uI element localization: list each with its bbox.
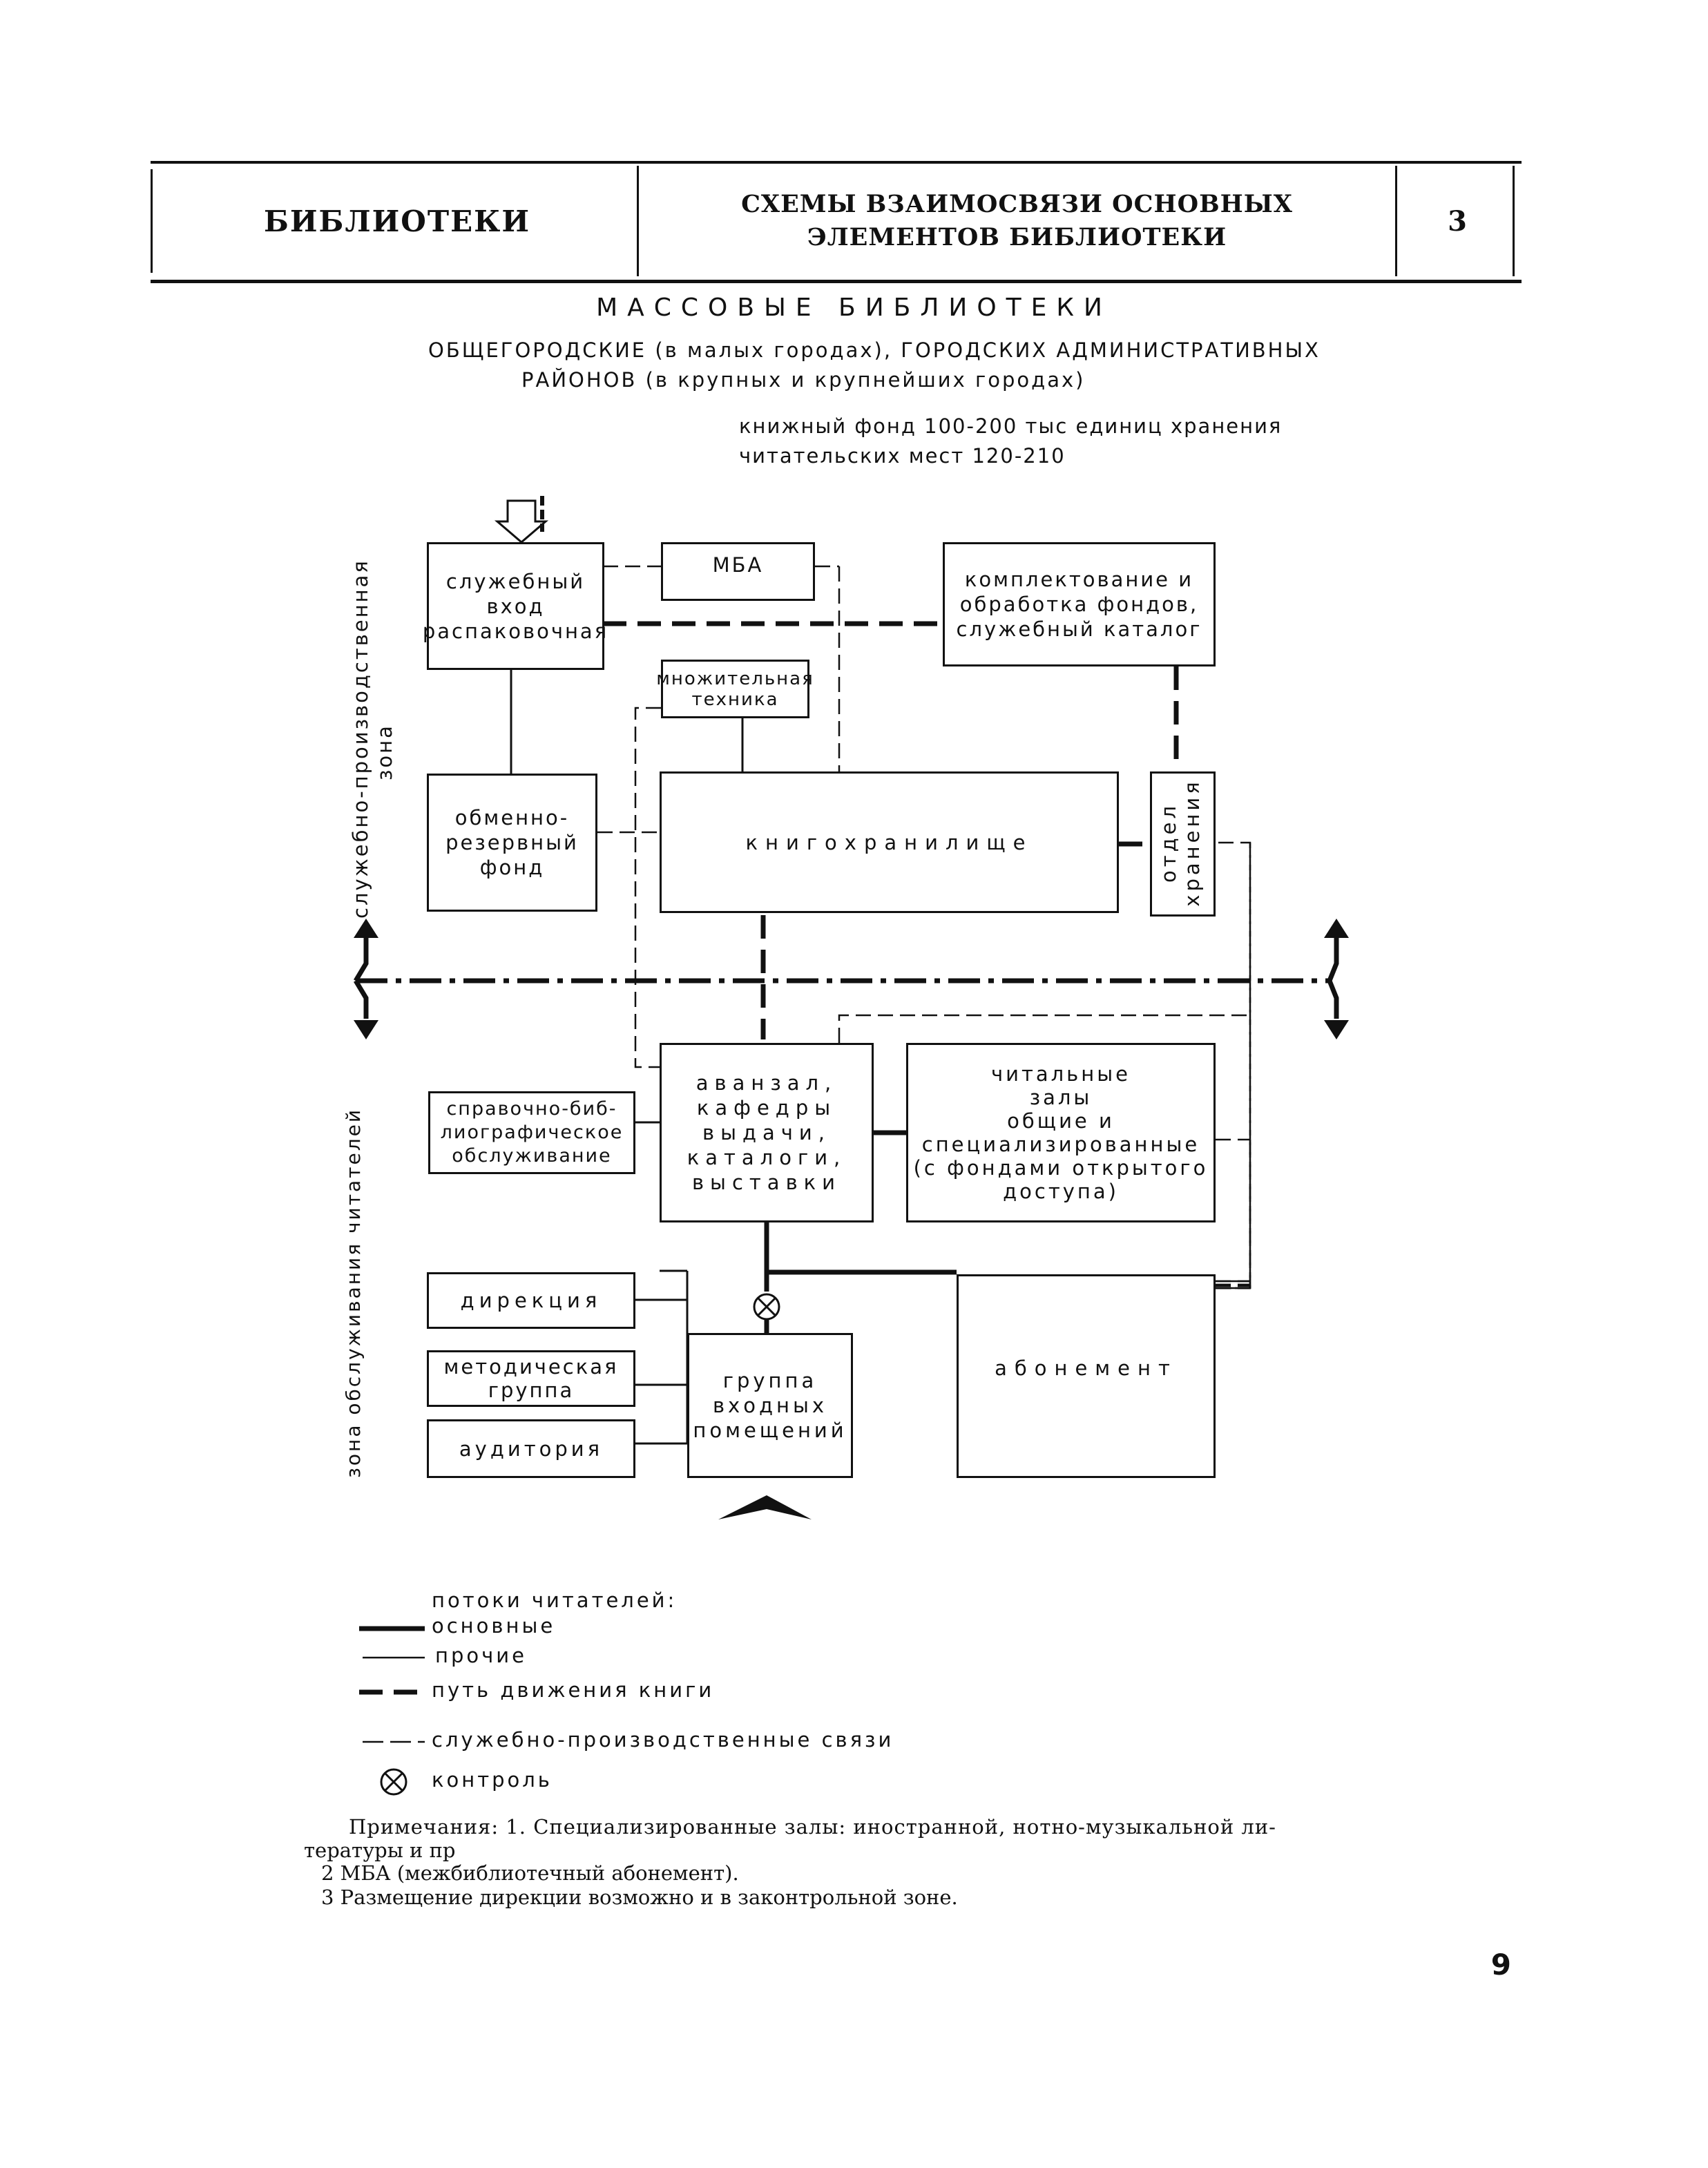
legend-other-label: прочие (435, 1644, 527, 1667)
main-entrance-arrow (718, 1495, 812, 1519)
note-line-2: тературы и пр (304, 1839, 456, 1862)
box-exchange-reserve: обменно- резервный фонд (427, 774, 597, 912)
legend-main-label: основные (432, 1614, 556, 1638)
box-entry-group: группа входных помещений (687, 1333, 853, 1478)
box-methodical: методическая группа (427, 1350, 635, 1407)
zone-separator-left-fork (353, 936, 369, 982)
note-line-3: 2 МБА (межбиблиотечный абонемент). (321, 1861, 739, 1885)
legend-control-label: контроль (432, 1768, 553, 1792)
main-reader-flows (764, 1130, 957, 1333)
header-sheet-number: 3 (1448, 204, 1467, 238)
legend-book-path-label: путь движения книги (432, 1678, 715, 1702)
page-number: 9 (1490, 1948, 1511, 1982)
book-path-links (603, 621, 1179, 1039)
header-section-title: БИБЛИОТЕКИ (263, 204, 531, 238)
header-sheet-title-line1: СХЕМЫ ВЗАИМОСВЯЗИ ОСНОВНЫХ (741, 190, 1293, 218)
stat-book-fund: книжный фонд 100-200 тыс единиц хранения (739, 414, 1283, 438)
header-sheet-title-line2: ЭЛЕМЕНТОВ БИБЛИОТЕКИ (807, 223, 1227, 251)
zone-label-service: служебно-производственная (349, 559, 372, 919)
box-auditorium: аудитория (427, 1419, 635, 1478)
diagram-subtitle-2: РАЙОНОВ (в крупных и крупнейших городах) (521, 368, 1086, 392)
header-divider-right (1513, 166, 1515, 276)
box-lending: абонемент (957, 1274, 1216, 1478)
service-entrance-arrow (494, 499, 549, 544)
box-mba: МБА (661, 542, 815, 601)
control-symbol (753, 1293, 780, 1321)
box-directorate: дирекция (427, 1272, 635, 1329)
zone-arrow-up-left (354, 919, 378, 938)
box-copying: множительная техника (656, 660, 813, 718)
legend-heading: потоки читателей: (432, 1589, 678, 1612)
diagram-title: МАССОВЫЕ БИБЛИОТЕКИ (596, 294, 1112, 322)
header-top-rule (151, 161, 1522, 164)
header-divider-2 (1395, 166, 1397, 276)
zone-arrow-down-left (354, 1020, 378, 1039)
header-bottom-rule (151, 280, 1522, 283)
zone-arrow-up-right (1324, 919, 1349, 938)
header-sheet-title: СХЕМЫ ВЗАИМОСВЯЗИ ОСНОВНЫХ ЭЛЕМЕНТОВ БИБ… (639, 169, 1395, 273)
stat-reader-seats: читательских мест 120-210 (739, 444, 1066, 468)
header-divider-left (151, 169, 153, 273)
box-book-storage: книгохранилище (660, 771, 1119, 913)
zone-arrow-down-right (1324, 1020, 1349, 1039)
header-divider-1 (637, 166, 639, 276)
zone-separator-right-fork (1327, 936, 1339, 982)
box-service-entrance: служебный вход распаковочная (423, 542, 606, 670)
box-lobby: аванзал, кафедры выдачи, каталоги, выста… (660, 1043, 874, 1222)
zone-separator-left-fork-down (353, 979, 369, 1019)
note-line-4: 3 Размещение дирекции возможно и в закон… (321, 1886, 958, 1909)
legend-control-symbol (380, 1768, 407, 1796)
zone-label-readers: зона обслуживания читателей (342, 1107, 365, 1478)
box-storage-dept-label: отдел хранения (1157, 778, 1204, 907)
note-line-1: Примечания: 1. Специализированные залы: … (349, 1815, 1276, 1839)
box-reading-rooms: читальные залы общие и специализированны… (906, 1043, 1216, 1222)
box-reference: справочно-биб- лиографическое обслуживан… (428, 1091, 635, 1174)
zone-label-service-suffix: зона (373, 724, 396, 780)
zone-separator-right-fork-down (1327, 979, 1339, 1019)
box-storage-dept (1150, 771, 1216, 917)
legend-service-label: служебно-производственные связи (432, 1728, 894, 1752)
lending-service-link (1216, 1283, 1250, 1289)
box-acquisition: комплектование и обработка фондов, служе… (943, 542, 1216, 666)
diagram-subtitle-1: ОБЩЕГОРОДСКИЕ (в малых городах), ГОРОДСК… (428, 338, 1321, 362)
